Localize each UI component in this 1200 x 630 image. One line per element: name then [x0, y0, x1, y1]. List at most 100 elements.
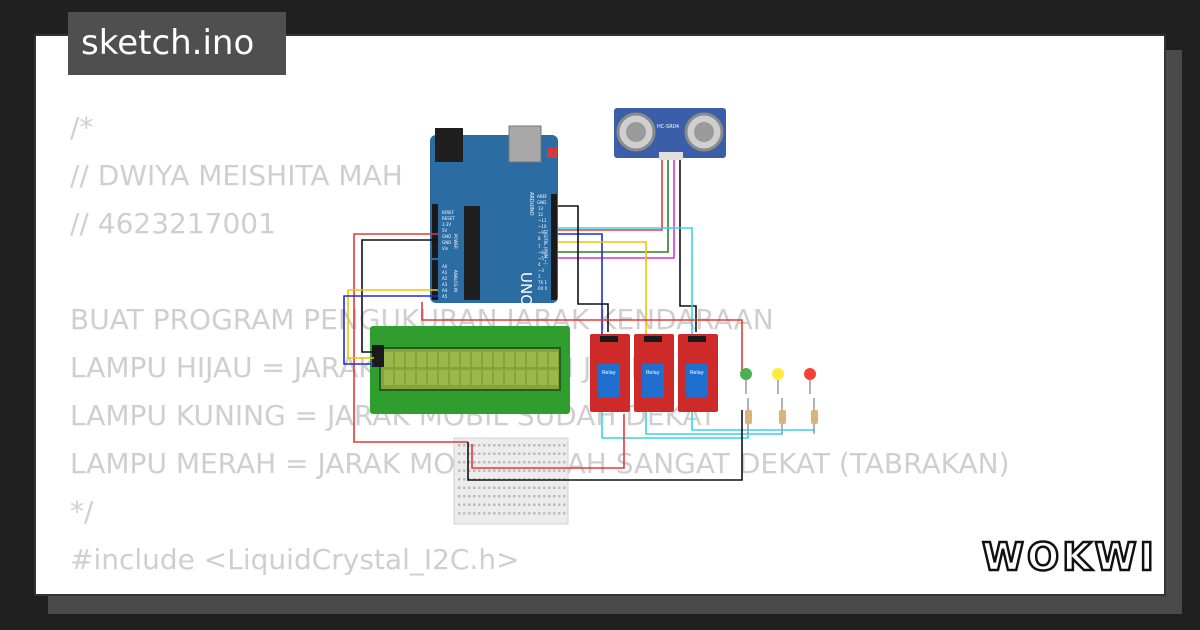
breadboard-hole [488, 512, 491, 515]
lcd-char-cell [417, 352, 426, 367]
pin-a3: A3 [442, 282, 448, 287]
breadboard-hole [543, 461, 546, 464]
breadboard-hole [543, 512, 546, 515]
breadboard-hole [498, 444, 501, 447]
resistor-3[interactable] [811, 398, 818, 434]
breadboard-hole [543, 503, 546, 506]
relay-label: Relay [602, 370, 616, 376]
resistor-2[interactable] [779, 398, 786, 434]
pin-d11: ~11 [538, 218, 547, 223]
breadboard-hole [518, 503, 521, 506]
breadboard-hole [558, 452, 561, 455]
breadboard-hole [553, 452, 556, 455]
resistor-1[interactable] [745, 398, 752, 434]
relay-module-3[interactable]: Relay [678, 334, 718, 412]
wires [343, 160, 815, 481]
breadboard-hole [513, 512, 516, 515]
breadboard-hole [538, 503, 541, 506]
breadboard-hole [463, 461, 466, 464]
breadboard-hole [503, 512, 506, 515]
breadboard-hole [473, 452, 476, 455]
breadboard-hole [513, 503, 516, 506]
breadboard-hole [473, 495, 476, 498]
led-yellow[interactable] [772, 368, 784, 394]
breadboard-hole [538, 486, 541, 489]
led-red[interactable] [804, 368, 816, 394]
relay-header [600, 336, 618, 342]
breadboard-hole [488, 495, 491, 498]
breadboard-hole [493, 452, 496, 455]
breadboard-hole [488, 486, 491, 489]
breadboard-hole [553, 503, 556, 506]
breadboard-hole [493, 461, 496, 464]
breadboard-hole [513, 469, 516, 472]
breadboard-hole [553, 444, 556, 447]
breadboard-hole [468, 469, 471, 472]
breadboard-hole [468, 512, 471, 515]
breadboard-hole [558, 486, 561, 489]
breadboard-hole [508, 452, 511, 455]
lcd-char-cell [549, 352, 558, 367]
pin-d13: 13 [538, 206, 544, 211]
lcd-display[interactable] [370, 326, 570, 414]
breadboard-hole [498, 461, 501, 464]
relay-header [644, 336, 662, 342]
breadboard-hole [483, 495, 486, 498]
wire-relay3-out [691, 410, 815, 432]
lcd-char-cell [450, 370, 459, 385]
breadboard-hole [503, 469, 506, 472]
arduino-uno[interactable]: UNO ARDUINO AREF GND IOREF RESET 3.3V 5V… [430, 125, 558, 306]
reset-button[interactable] [547, 148, 557, 158]
breadboard-hole [483, 503, 486, 506]
breadboard-hole [493, 486, 496, 489]
pin-a4: A4 [442, 288, 448, 293]
breadboard-hole [473, 461, 476, 464]
breadboard-hole [488, 452, 491, 455]
breadboard-hole [498, 495, 501, 498]
breadboard-hole [513, 495, 516, 498]
relay-module-1[interactable]: Relay [590, 334, 630, 412]
led-green[interactable] [740, 368, 752, 394]
breadboard-hole [503, 503, 506, 506]
breadboard-hole [543, 495, 546, 498]
breadboard-hole [493, 469, 496, 472]
resistor-body [811, 410, 818, 424]
sensor-pins [659, 152, 683, 160]
breadboard-hole [543, 452, 546, 455]
breadboard-hole [548, 486, 551, 489]
file-tab[interactable]: sketch.ino [68, 12, 286, 75]
lcd-char-cell [439, 352, 448, 367]
wire-black [679, 160, 697, 332]
breadboard-hole [528, 469, 531, 472]
pin-d5: ~5 [538, 256, 544, 261]
lcd-char-cell [505, 352, 514, 367]
code-editor: /* // DWIYA MEISHITA MAH // 4623217001 B… [70, 104, 1010, 584]
breadboard[interactable] [453, 437, 569, 525]
breadboard-hole [478, 452, 481, 455]
pin-d12: 12 [538, 212, 544, 217]
relay-header [688, 336, 706, 342]
breadboard-hole [533, 512, 536, 515]
breadboard-hole [483, 461, 486, 464]
ultrasonic-sensor[interactable]: HC-SR04 [614, 108, 726, 160]
breadboard-hole [488, 444, 491, 447]
wire-yellow [558, 241, 647, 342]
breadboard-hole [483, 452, 486, 455]
breadboard-hole [553, 461, 556, 464]
relay-module-2[interactable]: Relay [634, 334, 674, 412]
breadboard-hole [518, 486, 521, 489]
wire-red [558, 160, 663, 231]
pin-d6: ~6 [538, 250, 544, 255]
breadboard-hole [458, 503, 461, 506]
breadboard-hole [538, 444, 541, 447]
breadboard-hole [478, 461, 481, 464]
analog-header [432, 260, 438, 300]
breadboard-hole [478, 469, 481, 472]
lcd-char-cell [494, 370, 503, 385]
breadboard-hole [478, 512, 481, 515]
pin-3v3: 3.3V [442, 222, 451, 227]
breadboard-hole [523, 469, 526, 472]
pin-gnd-1: GND [442, 234, 451, 239]
wire-sda [347, 289, 438, 359]
pin-a0: A0 [442, 264, 448, 269]
